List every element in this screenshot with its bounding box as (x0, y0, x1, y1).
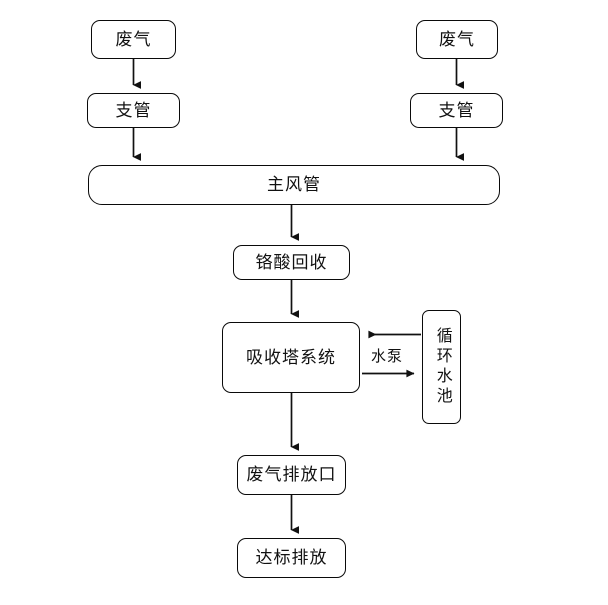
node-chromic-acid-recovery-label: 铬酸回收 (255, 252, 328, 272)
node-branch-duct-left[interactable]: 支管 (87, 93, 180, 128)
node-circulating-pool-label: 循环水池 (433, 327, 451, 407)
node-waste-gas-left-label: 废气 (115, 29, 152, 49)
node-waste-gas-right-label: 废气 (439, 29, 475, 49)
node-main-duct[interactable]: 主风管 (88, 165, 500, 205)
node-exhaust-outlet-label: 废气排放口 (246, 465, 337, 485)
node-exhaust-outlet[interactable]: 废气排放口 (237, 455, 346, 495)
node-branch-duct-left-label: 支管 (115, 100, 152, 120)
edge-label-water-pump-text: 水泵 (371, 349, 404, 365)
node-absorption-tower[interactable]: 吸收塔系统 (222, 322, 360, 393)
node-waste-gas-left[interactable]: 废气 (91, 20, 176, 59)
node-absorption-tower-label: 吸收塔系统 (246, 347, 336, 367)
node-waste-gas-right[interactable]: 废气 (416, 20, 498, 59)
node-circulating-pool[interactable]: 循环水池 (422, 310, 461, 424)
node-compliant-discharge-label: 达标排放 (255, 548, 328, 568)
node-main-duct-label: 主风管 (267, 175, 321, 195)
node-branch-duct-right[interactable]: 支管 (410, 93, 503, 128)
node-branch-duct-right-label: 支管 (438, 100, 475, 120)
node-compliant-discharge[interactable]: 达标排放 (237, 538, 346, 578)
node-chromic-acid-recovery[interactable]: 铬酸回收 (233, 245, 350, 280)
edge-label-water-pump: 水泵 (371, 345, 403, 366)
